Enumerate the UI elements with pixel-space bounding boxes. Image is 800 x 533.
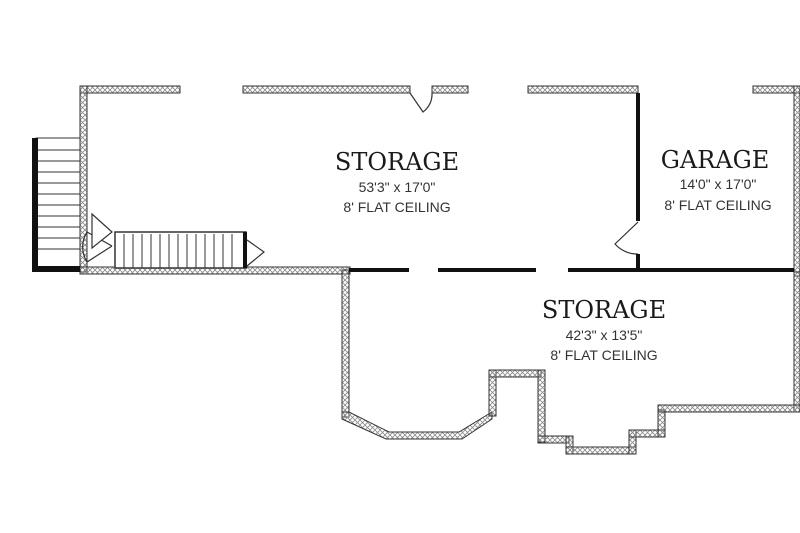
wall-top-4 — [527, 85, 639, 94]
exterior-stair — [32, 137, 81, 272]
wall-right-lower — [793, 271, 800, 413]
wall-left — [79, 85, 88, 273]
partition-1 — [349, 268, 409, 272]
garage-divider — [636, 93, 640, 221]
wall-lower-left — [341, 269, 350, 418]
room-name: GARAGE — [661, 146, 770, 174]
room-storage-lower: STORAGE 42'3" x 13'5" 8' FLAT CEILING — [542, 296, 666, 363]
interior-walls — [349, 93, 794, 272]
wall-bottom — [565, 446, 637, 455]
doors — [82, 92, 639, 263]
garage-divider-lower — [636, 254, 640, 272]
interior-stair — [114, 231, 265, 269]
room-name: STORAGE — [542, 296, 666, 324]
room-name: STORAGE — [335, 148, 459, 176]
room-storage-upper: STORAGE 53'3" x 17'0" 8' FLAT CEILING — [335, 148, 459, 215]
door-left-stair-2 — [91, 212, 113, 250]
lower-walls — [341, 269, 800, 455]
door-top — [409, 92, 433, 113]
wall-top-2 — [242, 85, 411, 94]
room-ceiling: 8' FLAT CEILING — [664, 197, 771, 213]
door-garage — [614, 221, 639, 255]
wall-top-5 — [752, 85, 800, 94]
wall-right-upper — [793, 85, 800, 277]
wall-bump-right — [537, 369, 546, 443]
partition-3 — [568, 268, 794, 272]
partition-2 — [438, 268, 536, 272]
wall-bottom-left-step — [537, 435, 570, 444]
wall-right-step-h — [657, 404, 800, 413]
wall-top-1 — [79, 85, 181, 94]
room-ceiling: 8' FLAT CEILING — [343, 199, 450, 215]
wall-bump-top — [488, 369, 542, 378]
room-dimensions: 14'0" x 17'0" — [680, 176, 757, 192]
room-dimensions: 42'3" x 13'5" — [566, 327, 643, 343]
room-dimensions: 53'3" x 17'0" — [359, 179, 436, 195]
room-garage: GARAGE 14'0" x 17'0" 8' FLAT CEILING — [661, 146, 772, 213]
bay-window-left — [341, 411, 493, 440]
wall-right-step-v — [657, 409, 666, 438]
wall-top-3 — [431, 85, 469, 94]
room-ceiling: 8' FLAT CEILING — [550, 347, 657, 363]
